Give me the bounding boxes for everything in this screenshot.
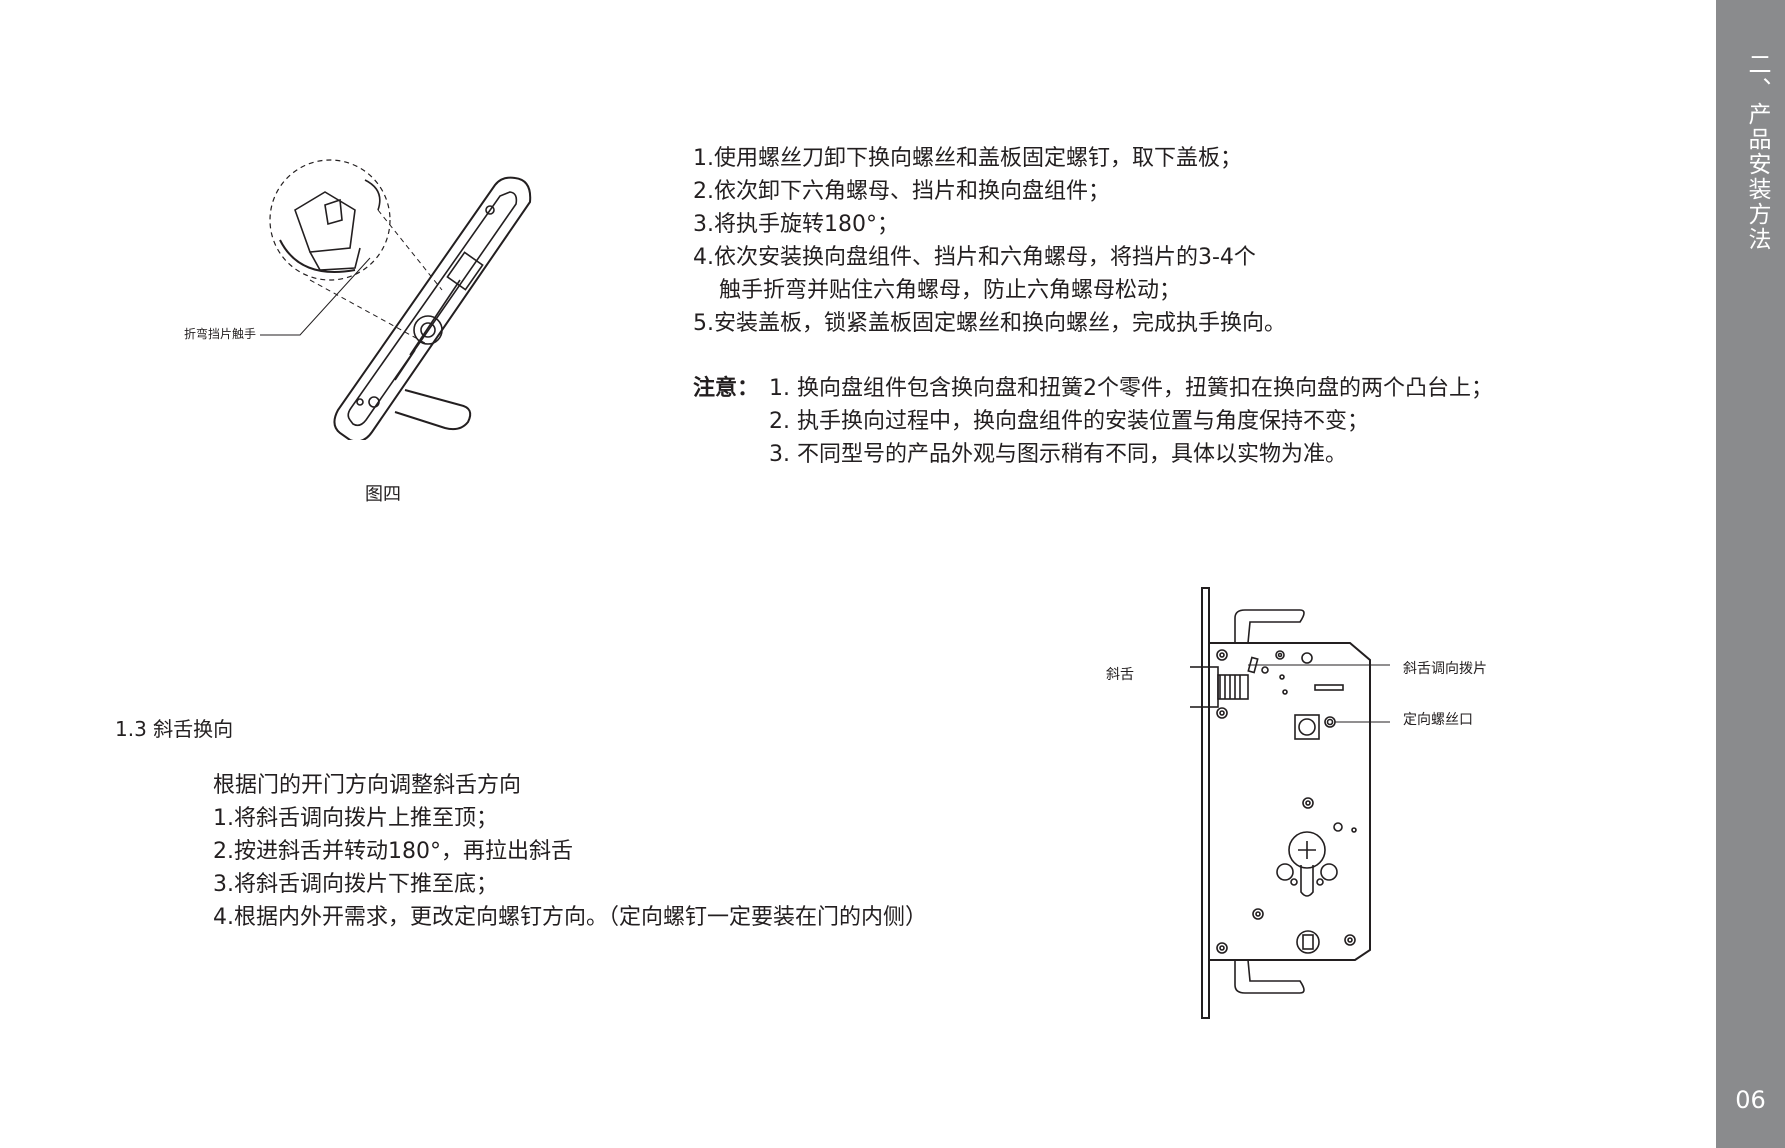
side-tab <box>1716 0 1785 1148</box>
procedure-line: 根据门的开门方向调整斜舌方向 <box>213 773 522 798</box>
procedure-line: 3.将斜舌调向拨片下推至底； <box>213 872 498 897</box>
note-item: 2. 执手换向过程中，换向盘组件的安装位置与角度保持不变； <box>769 409 1369 434</box>
procedure-line: 1.将斜舌调向拨片上推至顶； <box>213 806 498 831</box>
handle-diagram <box>260 159 532 440</box>
callout-bent-tab: 折弯挡片触手 <box>184 327 257 341</box>
chapter-title: 二、产品安装方法 <box>1744 52 1770 252</box>
section-heading: 1.3 斜舌换向 <box>115 717 234 741</box>
note-item: 1. 换向盘组件包含换向盘和扭簧2个零件，扭簧扣在换向盘的两个凸台上； <box>769 376 1493 401</box>
notes-label: 注意： <box>693 376 760 401</box>
note-item: 3. 不同型号的产品外观与图示稍有不同，具体以实物为准。 <box>769 442 1347 467</box>
step-line: 2.依次卸下六角螺母、挡片和换向盘组件； <box>693 179 1110 204</box>
label-latch: 斜舌 <box>1106 667 1134 683</box>
page-number: 06 <box>1735 1086 1766 1114</box>
procedure-line: 2.按进斜舌并转动180°，再拉出斜舌 <box>213 839 573 864</box>
label-screw-port: 定向螺丝口 <box>1403 712 1473 728</box>
step-line: 5.安装盖板，锁紧盖板固定螺丝和换向螺丝，完成执手换向。 <box>693 311 1286 336</box>
step-line: 3.将执手旋转180°； <box>693 212 899 237</box>
figure-caption: 图四 <box>365 484 401 505</box>
procedure-line: 4.根据内外开需求，更改定向螺钉方向。（定向螺钉一定要装在门的内侧） <box>213 905 927 930</box>
label-latch-switch: 斜舌调向拨片 <box>1403 661 1487 677</box>
step-line: 触手折弯并贴住六角螺母，防止六角螺母松动； <box>719 278 1182 303</box>
latch-reverse-procedure: 根据门的开门方向调整斜舌方向 1.将斜舌调向拨片上推至顶； 2.按进斜舌并转动1… <box>213 769 927 934</box>
step-line: 1.使用螺丝刀卸下换向螺丝和盖板固定螺钉，取下盖板； <box>693 146 1242 171</box>
step-line: 4.依次安装换向盘组件、挡片和六角螺母，将挡片的3-4个 <box>693 245 1256 270</box>
handle-reverse-steps: 1.使用螺丝刀卸下换向螺丝和盖板固定螺钉，取下盖板； 2.依次卸下六角螺母、挡片… <box>693 142 1286 340</box>
mortise-lock-diagram <box>1190 587 1390 1019</box>
notes-block: 注意： 1. 换向盘组件包含换向盘和扭簧2个零件，扭簧扣在换向盘的两个凸台上； … <box>693 372 1493 471</box>
